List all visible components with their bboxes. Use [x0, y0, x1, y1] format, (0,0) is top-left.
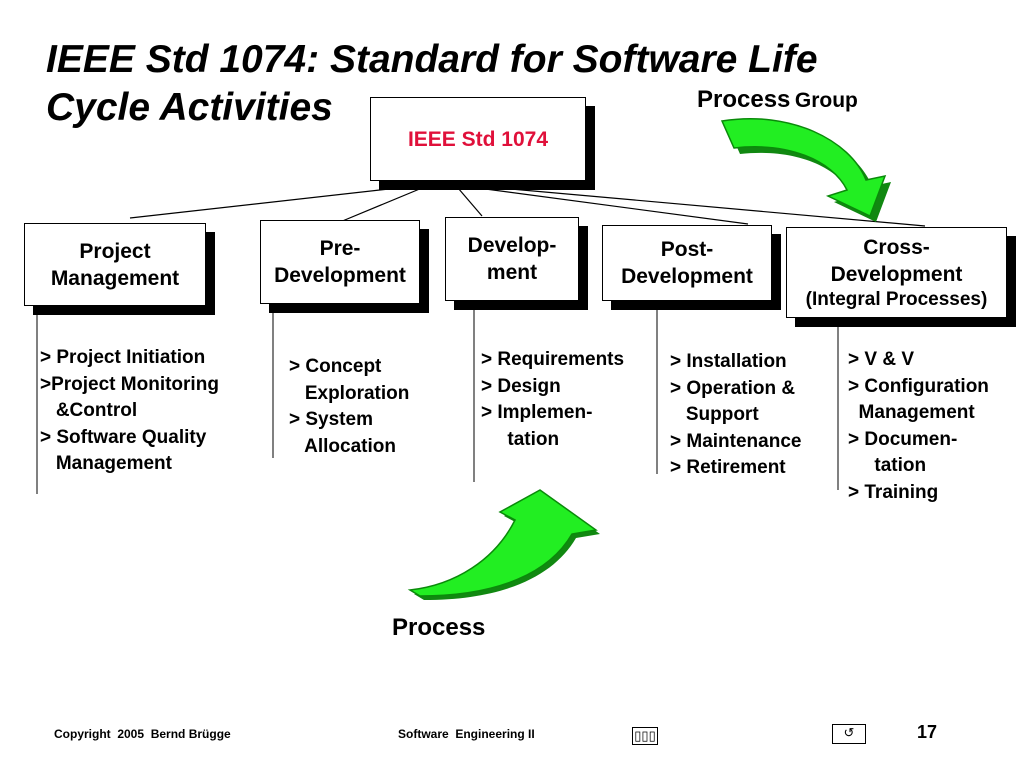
group-box-development: Develop- ment — [445, 217, 579, 301]
group-label-project-management: Project Management — [50, 239, 180, 290]
process-group-label: Process Group — [697, 86, 858, 114]
connector-development — [457, 187, 483, 217]
connector-cross-development — [499, 187, 926, 227]
connector-project-management — [129, 187, 399, 219]
drop-lines — [36, 308, 839, 494]
root-label: IEEE Std 1074 — [407, 127, 549, 151]
footer-course: Software Engineering II — [398, 727, 535, 741]
process-list-development: > Requirements > Design > Implemen- tati… — [481, 349, 625, 450]
slide-title: IEEE Std 1074: Standard for Software Lif… — [46, 38, 818, 129]
navigation-icon[interactable]: ▯▯▯ — [632, 727, 658, 745]
process-group-label-a: Process — [697, 86, 791, 113]
group-box-post-development: Post- Development — [602, 225, 772, 301]
process-list-post-development: > Installation > Operation & Support > M… — [670, 351, 802, 478]
group-box-project-management: Project Management — [24, 223, 206, 306]
process-list-project-management: > Project Initiation >Project Monitoring… — [40, 347, 219, 474]
page-number: 17 — [917, 722, 938, 742]
group-sublabel-cross-development: (Integral Processes) — [805, 288, 988, 310]
process-arrow-icon — [407, 489, 600, 600]
connector-post-development — [477, 187, 749, 225]
group-label-post-development: Post- Development — [621, 238, 753, 288]
footer-copyright: Copyright 2005 Bernd Brügge — [54, 727, 231, 741]
group-box-pre-development: Pre- Development — [260, 220, 420, 304]
return-icon[interactable]: ↺ — [832, 724, 866, 744]
group-box-cross-development: Cross- Development (Integral Processes) — [786, 227, 1007, 318]
connector-pre-development — [339, 187, 423, 223]
group-label-cross-development: Cross- Development — [830, 235, 963, 286]
group-label-development: Develop- ment — [467, 234, 557, 284]
process-list-cross-development: > V & V > Configuration Management > Doc… — [848, 349, 989, 503]
process-list-pre-development: > Concept Exploration > System Allocatio… — [289, 356, 410, 457]
group-label-pre-development: Pre- Development — [274, 237, 406, 287]
process-label: Process — [392, 614, 486, 641]
root-box: IEEE Std 1074 — [370, 97, 586, 181]
tree-lines — [129, 187, 926, 227]
process-group-label-b: Group — [794, 89, 858, 112]
process-group-arrow-icon — [720, 117, 891, 222]
